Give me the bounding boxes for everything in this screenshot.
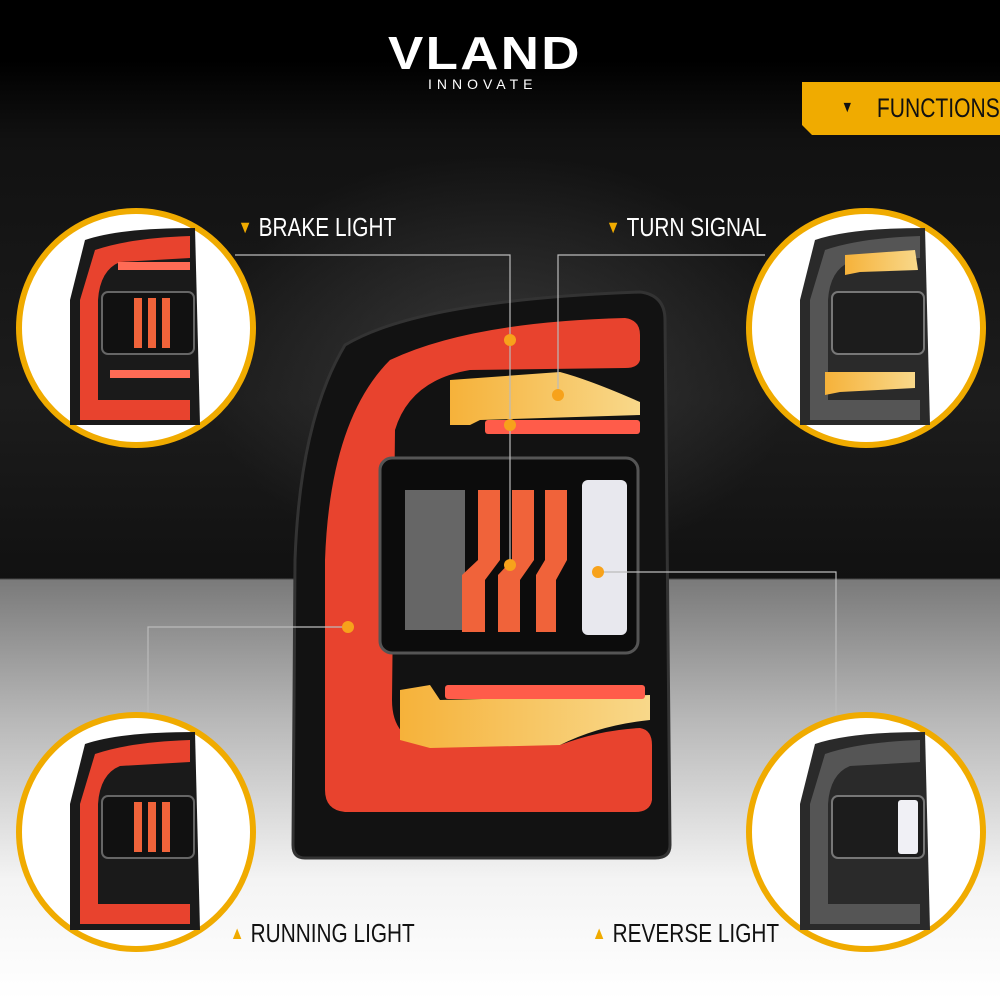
- functions-label: FUNCTIONS: [876, 93, 1000, 123]
- triangle-up-icon: ▲: [592, 923, 607, 943]
- taillight: [291, 290, 672, 860]
- triangle-down-icon: ▼: [606, 217, 621, 237]
- triangle-down-icon: ▼: [841, 99, 854, 116]
- turn-signal-text: TURN SIGNAL: [626, 212, 767, 242]
- triangle-up-icon: ▲: [230, 923, 245, 943]
- label-reverse-light: ▲REVERSE LIGHT: [592, 918, 779, 949]
- brake-light-text: BRAKE LIGHT: [258, 212, 397, 242]
- brand-tagline: INNOVATE: [428, 76, 538, 92]
- reflector: [405, 490, 465, 630]
- turn-signal-upper: [450, 372, 640, 425]
- detail-reverse-light: [746, 712, 986, 952]
- hotspot-dots: [342, 334, 604, 633]
- functions-badge: ▼ FUNCTIONS: [802, 82, 1000, 135]
- turn-signal-lower: [400, 685, 650, 748]
- label-brake-light: ▼BRAKE LIGHT: [238, 212, 396, 243]
- detail-turn-signal: [746, 208, 986, 448]
- triangle-down-icon: ▼: [238, 217, 253, 237]
- running-light-text: RUNNING LIGHT: [250, 918, 415, 948]
- reverse-light-text: REVERSE LIGHT: [612, 918, 780, 948]
- label-turn-signal: ▼TURN SIGNAL: [606, 212, 767, 243]
- leader-lines: [147, 254, 837, 715]
- label-running-light: ▲RUNNING LIGHT: [230, 918, 415, 949]
- detail-running-light: [16, 712, 256, 952]
- reverse-light: [582, 480, 627, 635]
- detail-brake-light: [16, 208, 256, 448]
- brand-logo: VLAND INNOVATE: [388, 30, 579, 92]
- brand-name: VLAND: [388, 27, 582, 79]
